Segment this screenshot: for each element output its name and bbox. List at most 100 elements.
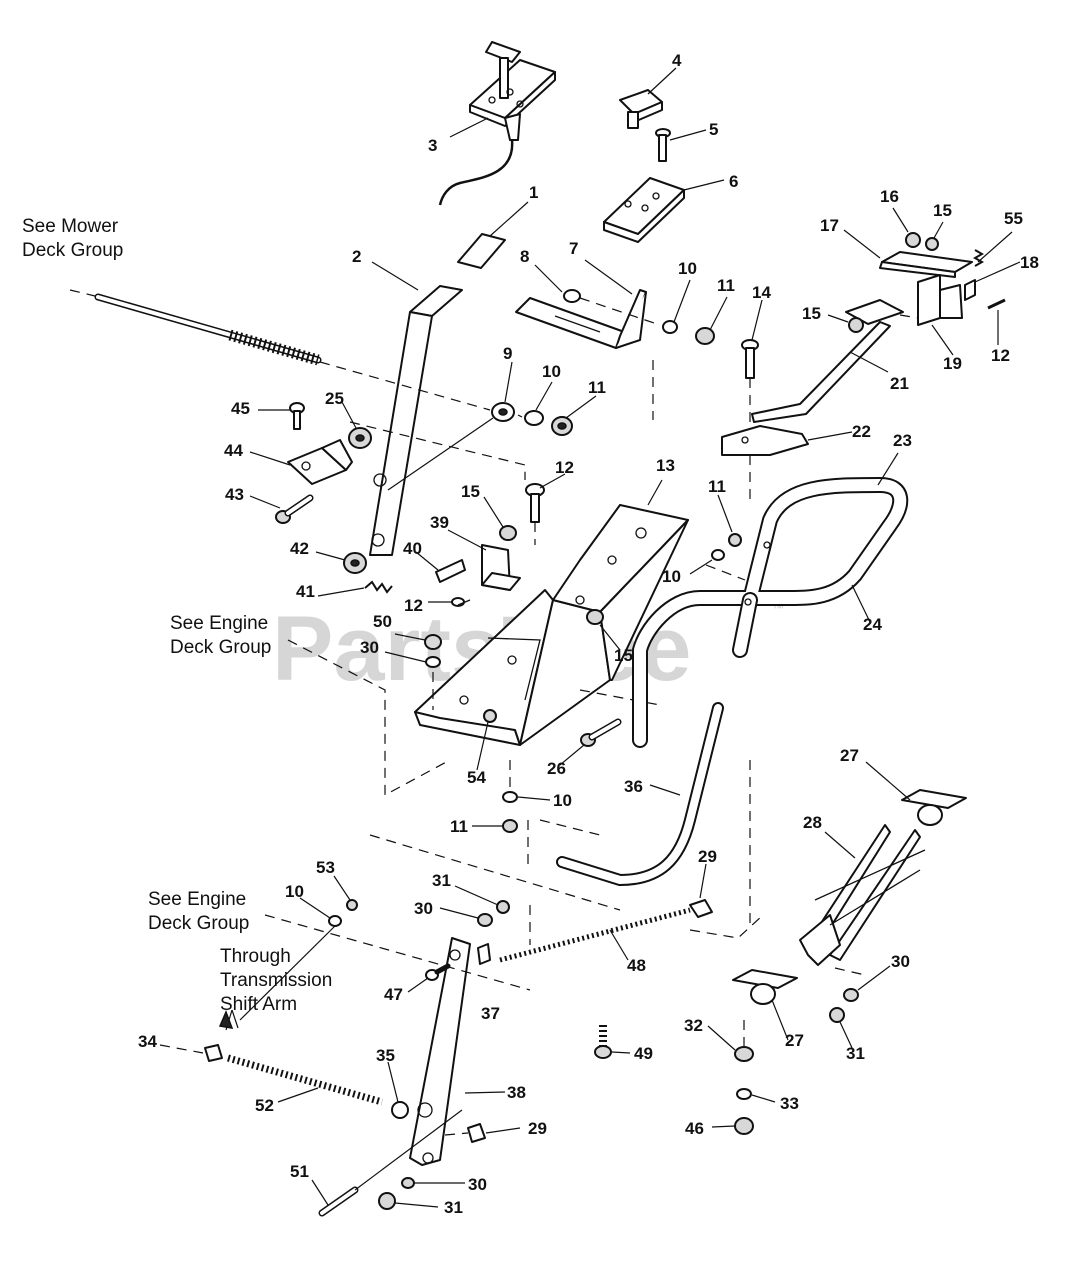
part-5-bolt — [655, 128, 671, 162]
part-11-nut-d — [728, 533, 742, 547]
note-mower-deck: See Mower Deck Group — [22, 216, 123, 261]
callout: 10 — [542, 362, 561, 381]
callout: 41 — [296, 582, 315, 601]
callout: 11 — [717, 276, 735, 295]
part-37-lever — [409, 937, 471, 1166]
part-45-bolt — [289, 402, 305, 430]
callout: 29 — [698, 847, 717, 866]
part-36-rod — [556, 702, 724, 886]
callout: 10 — [678, 259, 697, 278]
callout: 17 — [820, 216, 839, 235]
part-46-nut — [734, 1117, 754, 1135]
part-2-lever-arm — [369, 285, 463, 556]
callout: 18 — [1020, 253, 1039, 272]
part-22-bracket — [721, 425, 809, 456]
callout: 54 — [467, 768, 486, 787]
part-15-nut — [499, 525, 517, 541]
callout: 15 — [614, 646, 633, 665]
callout: 33 — [780, 1094, 799, 1113]
part-26-bolt — [580, 718, 622, 747]
callout: 12 — [404, 596, 423, 615]
callout: 15 — [933, 201, 952, 220]
callout: 19 — [943, 354, 962, 373]
callout: 51 — [290, 1162, 309, 1181]
part-24-handle-arm — [732, 541, 771, 658]
callout: 50 — [373, 612, 392, 631]
part-15-nut-b — [586, 609, 604, 625]
part-27-mount-bottom — [732, 969, 798, 1005]
part-18-clip — [964, 279, 976, 301]
part-8-screw — [563, 289, 661, 326]
part-35-washer — [391, 1101, 409, 1119]
part-47-pin — [425, 943, 491, 981]
callout: 13 — [656, 456, 675, 475]
part-4-knob — [619, 89, 663, 129]
part-21-rod — [751, 321, 891, 423]
part-43-bolt — [275, 494, 314, 524]
leader-lines — [249, 67, 1021, 1208]
part-39-bracket — [481, 544, 521, 591]
callout: 36 — [624, 777, 643, 796]
callout: 42 — [290, 539, 309, 558]
callout: 25 — [325, 389, 344, 408]
mower-deck-rod — [69, 289, 491, 411]
part-14-bolt — [741, 339, 759, 425]
part-31-nut-b — [496, 900, 510, 914]
part-30-washer — [425, 656, 441, 668]
callout: 16 — [880, 187, 899, 206]
callout: 30 — [414, 899, 433, 918]
part-19-bracket — [917, 274, 963, 326]
part-1-pad — [457, 233, 506, 269]
part-28-brake-assembly — [799, 824, 926, 966]
callout: 15 — [461, 482, 480, 501]
callout: 52 — [255, 1096, 274, 1115]
callout: 10 — [553, 791, 572, 810]
part-10-washer-b — [662, 320, 678, 334]
callout: 14 — [752, 283, 771, 302]
part-6-plate — [603, 177, 685, 243]
callout: 9 — [503, 344, 512, 363]
callout: 37 — [481, 1004, 500, 1023]
part-41-spring — [364, 580, 393, 594]
note-mower-deck-line-2: Deck Group — [22, 240, 123, 261]
callout: 39 — [430, 513, 449, 532]
callout: 5 — [709, 120, 718, 139]
note-transmission-line-3: Shift Arm — [220, 994, 297, 1015]
callout: 49 — [634, 1044, 653, 1063]
callout: 8 — [520, 247, 529, 266]
part-11-nut — [551, 416, 573, 436]
callout: 30 — [891, 952, 910, 971]
part-30-washer-d — [401, 1177, 415, 1189]
part-10-washer-d — [711, 549, 725, 561]
note-mower-deck-line-1: See Mower — [22, 216, 119, 237]
note-engine-deck-2-line-1: See Engine — [148, 889, 246, 910]
part-16-nut — [905, 232, 921, 248]
part-30-washer-c — [477, 913, 493, 927]
callout: 11 — [708, 477, 726, 496]
part-23-handle — [632, 477, 909, 748]
callout: 23 — [893, 431, 912, 450]
part-51-rod — [318, 1109, 463, 1217]
note-transmission-line-2: Transmission — [220, 970, 332, 991]
callout: 32 — [684, 1016, 703, 1035]
callout: 31 — [432, 871, 451, 890]
callout: 34 — [138, 1032, 157, 1051]
part-54-nut — [483, 709, 497, 723]
part-30-washer-b — [843, 988, 859, 1002]
part-31-nut-c — [378, 1192, 396, 1210]
note-engine-deck-1-line-2: Deck Group — [170, 637, 271, 658]
part-3-shift-lever-assembly — [438, 41, 556, 206]
part-10-washer — [524, 410, 544, 426]
callout: 10 — [662, 567, 681, 586]
part-52-rod — [159, 1044, 383, 1106]
callout: 2 — [352, 247, 361, 266]
callout: 29 — [528, 1119, 547, 1138]
part-49-bolt — [594, 1025, 612, 1059]
callout: 47 — [384, 985, 403, 1004]
callout: 24 — [863, 615, 882, 634]
callout: 53 — [316, 858, 335, 877]
callout: 4 — [672, 51, 682, 70]
part-48-cable — [499, 899, 713, 963]
part-31-nut — [829, 1007, 845, 1023]
note-transmission: Through Transmission Shift Arm — [220, 946, 332, 1015]
